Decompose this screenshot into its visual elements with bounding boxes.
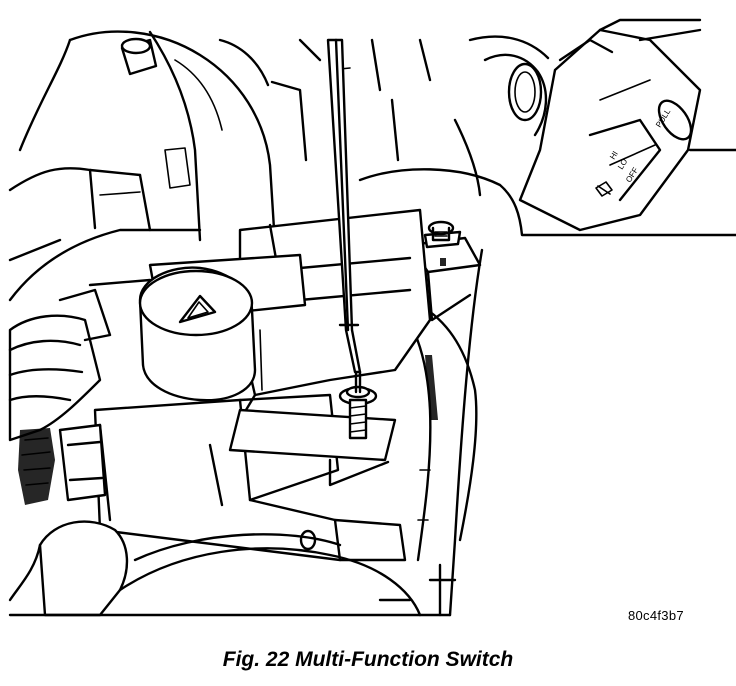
switch-housing xyxy=(93,208,432,562)
mounting-screw xyxy=(338,370,378,440)
hazard-switch-knob xyxy=(138,266,257,402)
wiper-symbol-icon xyxy=(595,181,613,197)
figure-caption: Fig. 22 Multi-Function Switch xyxy=(222,648,514,671)
bracket-screw xyxy=(427,220,455,242)
reference-code: 80c4f3b7 xyxy=(628,608,684,623)
multi-function-switch-illustration: HI LO OFF PULL xyxy=(8,18,736,617)
stalk-label-hi: HI xyxy=(608,150,620,162)
screwdriver xyxy=(326,38,362,374)
hazard-triangle-icon xyxy=(178,294,217,324)
steering-wheel-hub xyxy=(8,520,422,617)
steering-column-shroud xyxy=(358,168,736,617)
gauge-bezel xyxy=(453,35,550,197)
wiring-harness xyxy=(8,278,152,505)
lower-bracket xyxy=(228,370,397,487)
switch-stalk: HI LO OFF PULL xyxy=(518,18,736,232)
